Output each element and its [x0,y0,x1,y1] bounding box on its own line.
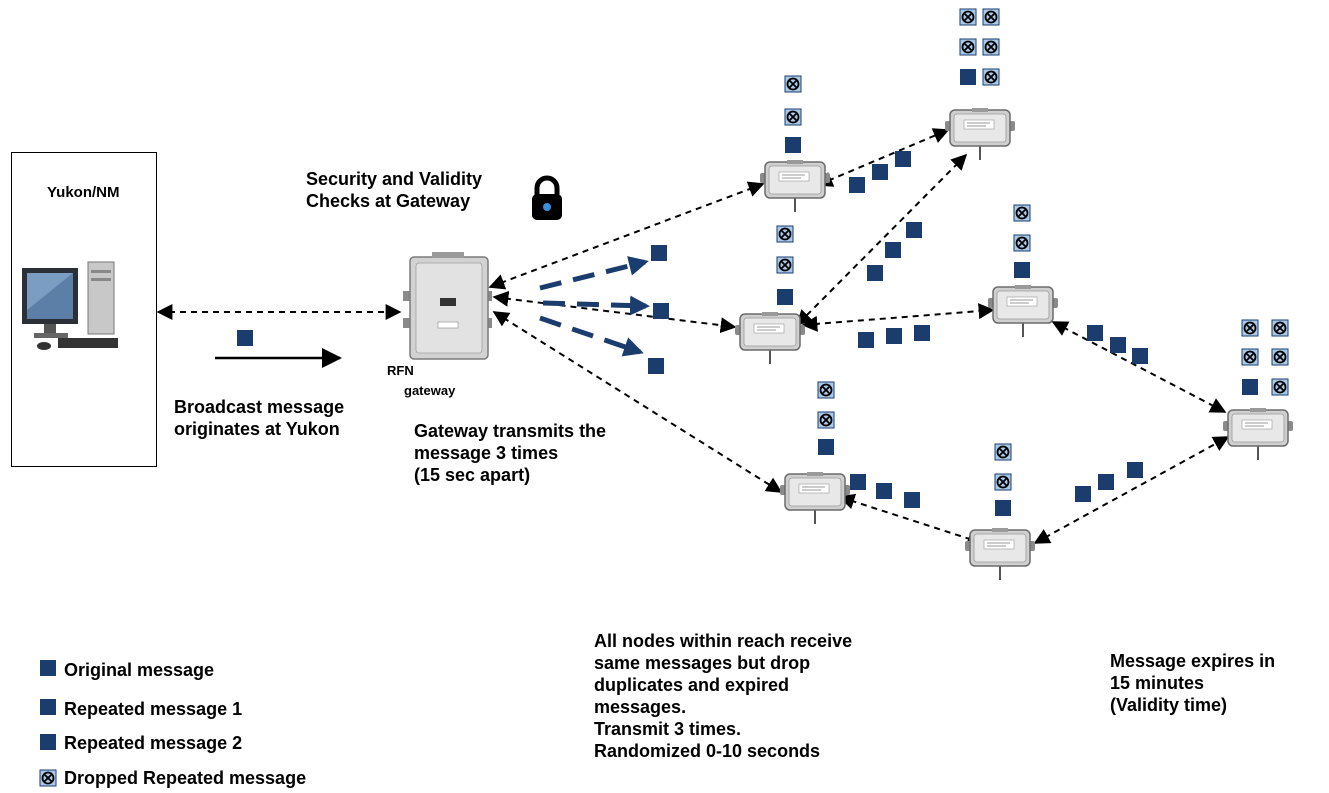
meter-node-icon [987,284,1059,338]
link-arrows [156,128,1230,547]
meter-node-icon [779,471,851,525]
meter-node-icon [964,527,1036,581]
legend-repeated-1-label: Repeated message 1 [64,698,243,719]
meter-node-icon [734,311,806,365]
gateway-transmit-label: Gateway transmits the message 3 times (1… [414,421,607,485]
expiry-note: Message expires in 15 minutes (Validity … [1110,651,1276,715]
meter-node-icon [759,159,831,213]
nodes-note: All nodes within reach receive same mess… [594,631,853,761]
broadcast-label: Broadcast message originates at Yukon [174,397,345,439]
legend-repeated-2: Repeated message 2 [40,731,242,755]
gateway-device [403,252,492,360]
desktop-computer-icon [22,261,118,350]
legend-repeated-1: Repeated message 1 [40,697,242,721]
message-squares [237,69,1258,516]
legend-dropped-label: Dropped Repeated message [64,767,307,788]
legend-original: Original message [40,658,214,682]
dropped-messages [776,8,1289,491]
meter-node-icon [944,107,1016,161]
legend-repeated-2-label: Repeated message 2 [64,732,243,753]
legend-dropped: Dropped Repeated message [40,766,306,790]
gateway-label-line1: RFN [387,363,414,378]
legend-original-label: Original message [64,659,215,680]
meter-node-icon [1222,407,1294,461]
gateway-transmission-arrows [539,256,650,357]
headend-title: Yukon/NM [47,184,120,201]
gateway-label-line2: gateway [404,383,456,398]
security-check-label: Security and Validity Checks at Gateway [306,169,483,211]
lock-icon [532,175,562,220]
